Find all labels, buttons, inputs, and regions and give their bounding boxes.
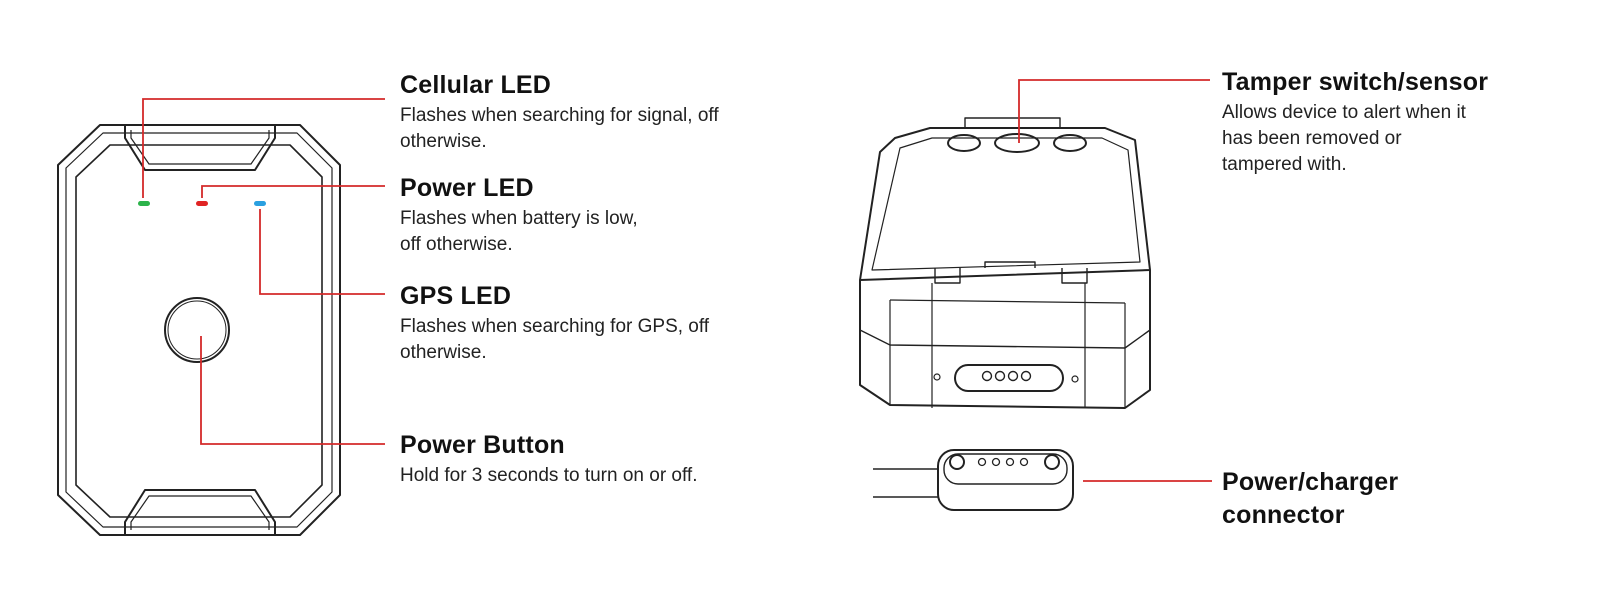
gps-led-title: GPS LED	[400, 282, 512, 310]
gps-led	[254, 201, 266, 206]
callout-power-led: Power LED Flashes when battery is low, o…	[400, 173, 820, 258]
device-perspective-view	[859, 117, 1151, 409]
leader-button	[200, 336, 385, 445]
leader-gps	[259, 209, 385, 295]
callout-tamper-switch: Tamper switch/sensor Allows device to al…	[1222, 67, 1562, 178]
tamper-desc: Allows device to alert when it has been …	[1222, 102, 1466, 175]
callout-power-button: Power Button Hold for 3 seconds to turn …	[400, 430, 820, 489]
leader-tamper	[1018, 79, 1210, 143]
callout-charger-connector: Power/charger connector	[1222, 466, 1562, 532]
cellular-led-title: Cellular LED	[400, 71, 552, 99]
connector-title: Power/charger connector	[1222, 468, 1399, 529]
power-button-shape	[164, 297, 230, 363]
cellular-led-desc: Flashes when searching for signal, off o…	[400, 105, 719, 152]
callout-gps-led: GPS LED Flashes when searching for GPS, …	[400, 281, 820, 366]
power-button-desc: Hold for 3 seconds to turn on or off.	[400, 465, 698, 486]
charger-connector	[873, 449, 1074, 511]
power-led	[196, 201, 208, 206]
power-button-title: Power Button	[400, 431, 565, 459]
leader-power	[201, 185, 385, 198]
leader-cellular	[142, 98, 385, 198]
callout-cellular-led: Cellular LED Flashes when searching for …	[400, 70, 820, 155]
cellular-led	[138, 201, 150, 206]
tamper-title: Tamper switch/sensor	[1222, 68, 1489, 96]
device-front-view	[57, 124, 341, 536]
gps-led-desc: Flashes when searching for GPS, off othe…	[400, 316, 710, 363]
power-led-title: Power LED	[400, 174, 534, 202]
power-led-desc: Flashes when battery is low, off otherwi…	[400, 208, 638, 255]
